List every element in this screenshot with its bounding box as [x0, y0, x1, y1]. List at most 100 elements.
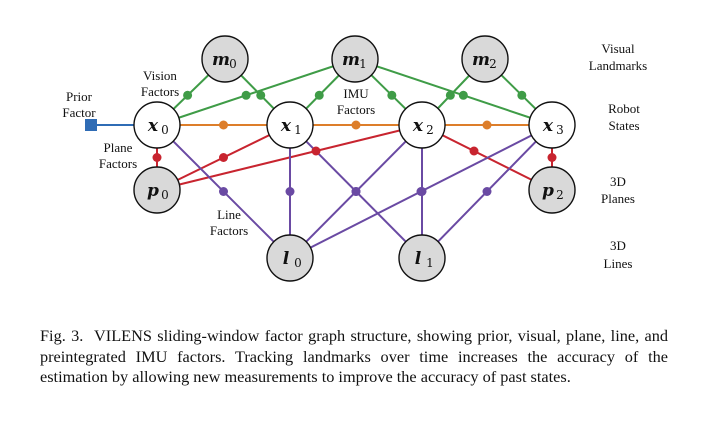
- node-subscript-x0: 0: [161, 123, 169, 137]
- 3d-planes-label: 3D Planes: [601, 174, 635, 206]
- vision-factor-dot-m1-x3: [458, 90, 468, 100]
- 3d-lines-label: 3D Lines: [604, 238, 633, 271]
- line-factor-dot-x1-l0: [285, 187, 295, 196]
- node-label-x3: x: [542, 116, 554, 136]
- node-label-m1: m: [342, 50, 360, 70]
- node-subscript-l0: 0: [294, 256, 302, 270]
- svg-text:3D: 3D: [610, 174, 626, 189]
- svg-text:Factors: Factors: [210, 223, 248, 238]
- vision-factor-dot-m2-x3: [517, 90, 527, 100]
- node-circle-x0: [133, 101, 181, 149]
- node-subscript-x1: 1: [294, 123, 302, 137]
- caption-text: VILENS sliding-window factor graph struc…: [40, 326, 669, 386]
- svg-text:Lines: Lines: [604, 256, 633, 271]
- caption-prefix: Fig. 3.: [40, 326, 84, 345]
- prior-factor-label: Prior Factor: [62, 89, 96, 120]
- plane-factor-dot-x0-p0: [152, 153, 162, 162]
- vision-factor-edge-m1-x0: [156, 58, 356, 126]
- node-circle-m0: [201, 35, 249, 83]
- node-label-l1: l: [415, 249, 422, 269]
- factor-dots: [85, 90, 557, 196]
- svg-text:Vision: Vision: [143, 68, 177, 83]
- vision-factor-dot-m1-x1: [314, 90, 324, 100]
- node-label-p2: p: [542, 181, 554, 201]
- svg-text:Planes: Planes: [601, 191, 635, 206]
- svg-text:Robot: Robot: [608, 101, 640, 116]
- visual-landmarks-label: Visual Landmarks: [589, 41, 647, 73]
- vision-factor-dot-m0-x0: [183, 90, 193, 100]
- node-subscript-p2: 2: [556, 188, 564, 202]
- line-factor-dot-x1-l1: [351, 187, 361, 196]
- svg-text:Landmarks: Landmarks: [589, 58, 647, 73]
- node-label-m2: m: [472, 50, 490, 70]
- node-subscript-m1: 1: [359, 57, 367, 71]
- imu-factor-dot-x2-x3: [482, 120, 492, 130]
- vision-factor-dot-m1-x2: [387, 90, 397, 100]
- svg-text:Factors: Factors: [99, 156, 137, 171]
- robot-states-label: Robot States: [608, 101, 640, 133]
- node-circle-x1: [266, 101, 314, 149]
- node-label-x1: x: [280, 116, 292, 136]
- imu-factor-dot-x0-x1: [219, 120, 228, 130]
- prior-factor-square: [85, 119, 97, 131]
- node-label-l0: l: [283, 249, 290, 269]
- node-circle-l1: [398, 234, 446, 282]
- node-circle-x3: [528, 101, 576, 149]
- svg-text:Prior: Prior: [66, 89, 93, 104]
- vision-factor-dot-m0-x1: [256, 90, 266, 100]
- node-subscript-p0: 0: [161, 188, 169, 202]
- node-subscript-m0: 0: [229, 57, 237, 71]
- line-factor-dot-x2-l1: [417, 187, 427, 196]
- node-circle-m1: [331, 35, 379, 83]
- plane-factors-label: Plane Factors: [99, 140, 137, 171]
- svg-text:Factors: Factors: [141, 84, 179, 99]
- node-label-x2: x: [412, 116, 424, 136]
- svg-text:Line: Line: [217, 207, 241, 222]
- plane-factor-dot-x1-p0: [219, 153, 228, 162]
- node-label-x0: x: [147, 116, 159, 136]
- plane-factor-dot-x2-p2: [469, 146, 479, 156]
- svg-text:Plane: Plane: [104, 140, 133, 155]
- plane-factor-dot-x3-p2: [547, 153, 557, 162]
- line-factor-dot-x3-l1: [482, 187, 492, 196]
- node-circle-x2: [398, 101, 446, 149]
- node-label-p0: p: [147, 181, 159, 201]
- plane-factor-dot-x2-p0: [311, 146, 321, 156]
- svg-text:Factors: Factors: [337, 102, 375, 117]
- svg-text:Factor: Factor: [62, 105, 96, 120]
- svg-text:States: States: [608, 118, 639, 133]
- line-factor-dot-x0-l0: [219, 187, 228, 196]
- line-factors-label: Line Factors: [210, 207, 248, 238]
- node-label-m0: m: [212, 50, 230, 70]
- svg-text:IMU: IMU: [343, 86, 369, 101]
- node-subscript-x3: 3: [556, 123, 564, 137]
- svg-text:Visual: Visual: [601, 41, 635, 56]
- svg-text:3D: 3D: [610, 238, 626, 253]
- node-subscript-m2: 2: [489, 57, 497, 71]
- node-circle-l0: [266, 234, 314, 282]
- vision-factor-dot-m2-x2: [445, 90, 455, 100]
- vision-factor-dot-m1-x0: [241, 90, 251, 100]
- imu-factor-dot-x1-x2: [351, 120, 361, 130]
- node-circle-m2: [461, 35, 509, 83]
- node-subscript-x2: 2: [426, 123, 434, 137]
- node-circle-p0: [133, 166, 181, 214]
- vision-factors-label: Vision Factors: [141, 68, 179, 99]
- node-circle-p2: [528, 166, 576, 214]
- node-subscript-l1: 1: [426, 256, 434, 270]
- figure-caption: Fig. 3. VILENS sliding-window factor gra…: [40, 326, 668, 388]
- imu-factors-label: IMU Factors: [337, 86, 375, 117]
